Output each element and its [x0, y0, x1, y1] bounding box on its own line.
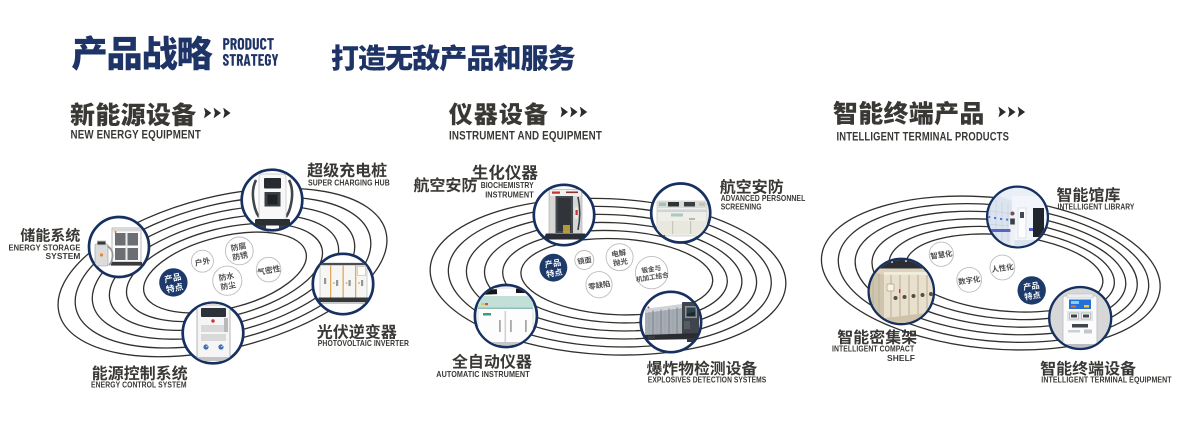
svg-text:INSTRUMENT AND EQUIPMENT: INSTRUMENT AND EQUIPMENT — [449, 131, 602, 143]
svg-text:ADVANCED PERSONNEL: ADVANCED PERSONNEL — [721, 193, 806, 203]
svg-text:INSTRUMENT: INSTRUMENT — [485, 189, 534, 199]
svg-text:SCREENING: SCREENING — [721, 202, 762, 212]
svg-text:ENERGY CONTROL SYSTEM: ENERGY CONTROL SYSTEM — [91, 380, 187, 390]
svg-text:SYSTEM: SYSTEM — [45, 251, 80, 261]
svg-text:PHOTOVOLTAIC INVERTER: PHOTOVOLTAIC INVERTER — [318, 338, 409, 348]
svg-text:INTELLIGENT COMPACT: INTELLIGENT COMPACT — [832, 344, 915, 354]
svg-text:NEW ENERGY EQUIPMENT: NEW ENERGY EQUIPMENT — [71, 130, 202, 142]
svg-text:AUTOMATIC INSTRUMENT: AUTOMATIC INSTRUMENT — [436, 369, 530, 379]
svg-text:SHELF: SHELF — [887, 353, 915, 363]
svg-text:SUPER CHARGING HUB: SUPER CHARGING HUB — [308, 178, 390, 188]
svg-text:ENERGY STORAGE: ENERGY STORAGE — [9, 243, 81, 253]
svg-text:BIOCHEMISTRY: BIOCHEMISTRY — [481, 180, 534, 190]
svg-text:EXPLOSIVES DETECTION SYSTEMS: EXPLOSIVES DETECTION SYSTEMS — [648, 375, 767, 385]
svg-text:INTELLIGENT TERMINAL EQUIPMENT: INTELLIGENT TERMINAL EQUIPMENT — [1041, 375, 1172, 385]
svg-text:INTELLIGENT TERMINAL PRODUCTS: INTELLIGENT TERMINAL PRODUCTS — [837, 132, 1010, 144]
svg-text:INTELLIGENT LIBRARY: INTELLIGENT LIBRARY — [1058, 202, 1135, 212]
